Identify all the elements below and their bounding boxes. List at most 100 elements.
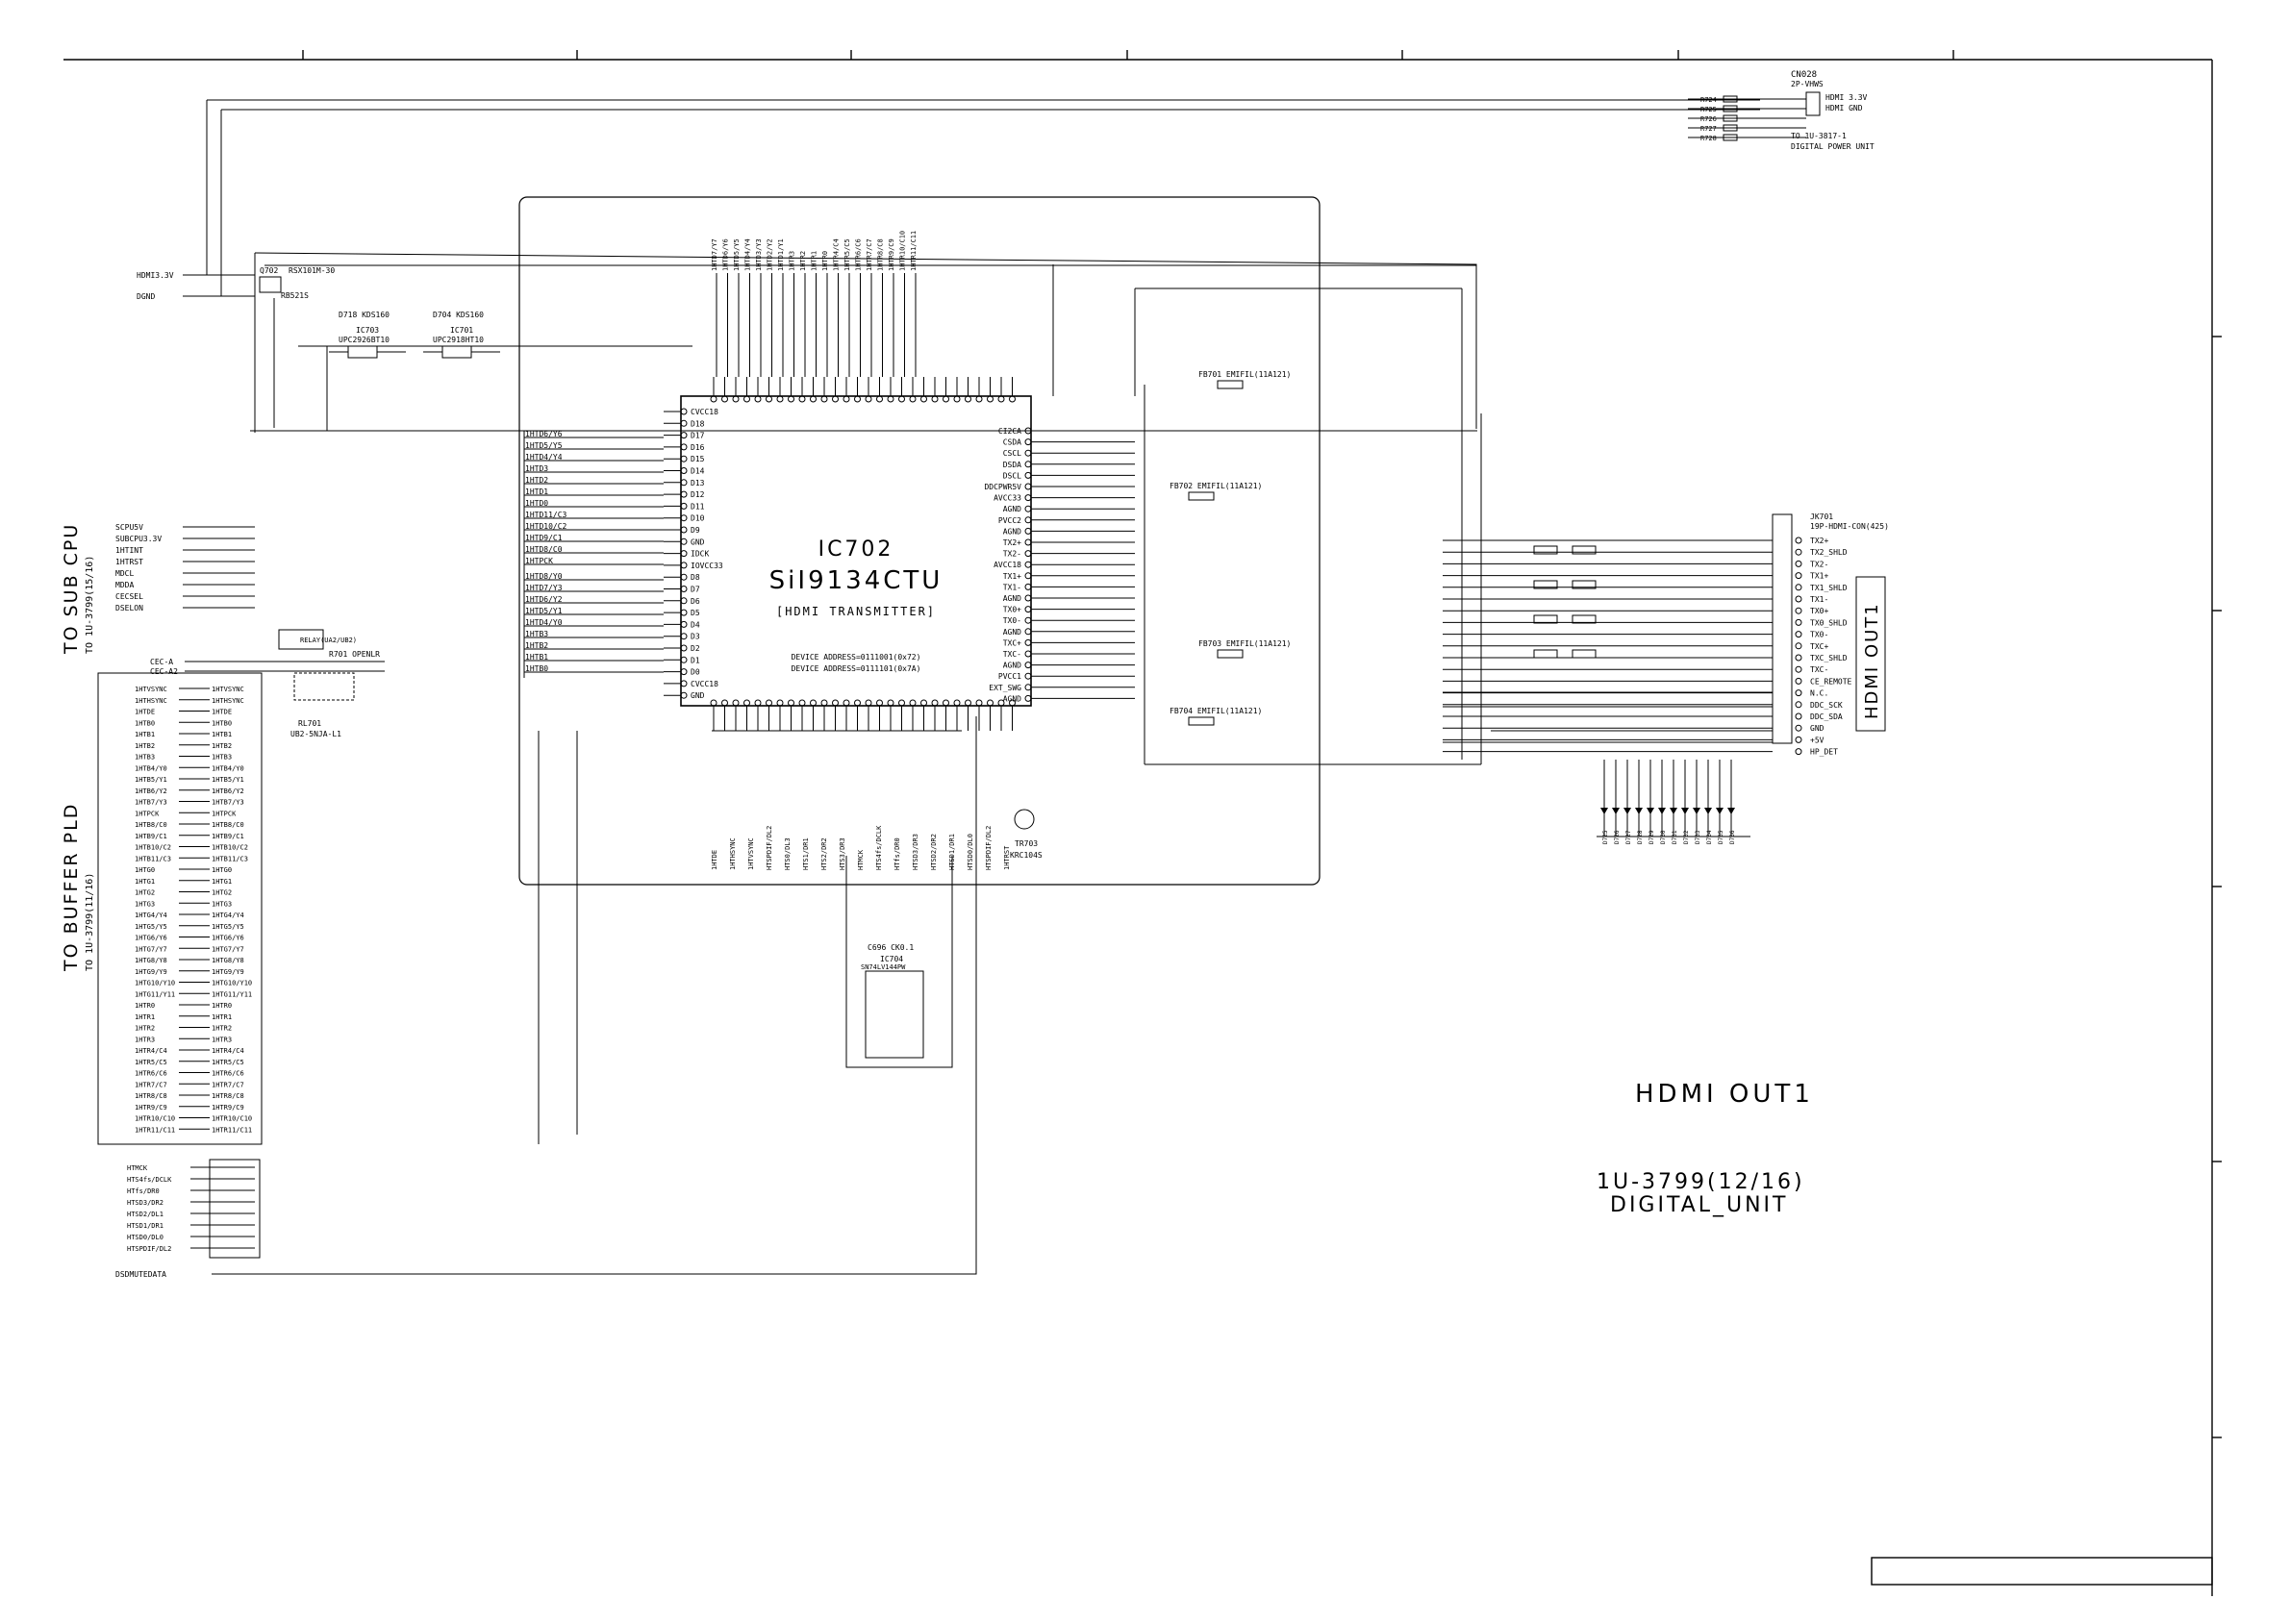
buffer-pld-net: 1HTB11/C3 (135, 855, 171, 862)
q702-ref: Q702 (260, 266, 278, 275)
top-bus-net: 1HTR1 (811, 251, 818, 271)
esd-diode (1704, 808, 1712, 814)
jk701-pin-label: N.C. (1810, 689, 1828, 698)
termination-resistor (1533, 580, 1558, 589)
left-bus-net: 1HTD8/Y0 (525, 572, 563, 581)
chip-pin-top (732, 395, 740, 403)
chip-pin-bottom (820, 699, 828, 707)
chip-pin-right (1024, 550, 1032, 558)
jk701-part: 19P-HDMI-CON(425) (1810, 522, 1889, 531)
chip-bottom-pins (710, 699, 1016, 731)
chip-pin-top (810, 395, 817, 403)
top-bus-net: 1HTR0 (821, 251, 829, 271)
left-bus-net: 1HTD2 (525, 476, 548, 485)
ferrite-beads: FB701 EMIFIL(11A121)FB702 EMIFIL(11A121)… (1170, 370, 1291, 726)
chip-pin-left (680, 573, 688, 581)
chip-pin-bottom (810, 699, 817, 707)
ic704-ref: IC704 (880, 955, 903, 963)
buffer-pld-net: 1HTR7/C7 (135, 1081, 167, 1088)
buffer-pld-net-right: 1HTB1 (212, 731, 232, 738)
chip-pin-right-label: DSCL (1003, 471, 1021, 480)
buffer-pld-net: 1HTR5/C5 (135, 1059, 167, 1066)
jk701-pin-label: DDC_SDA (1810, 712, 1843, 721)
buffer-pld-net: 1HTB7/Y3 (135, 799, 167, 807)
chip-pin-right-label: AVCC18 (994, 561, 1021, 569)
jk701-pin (1795, 548, 1802, 556)
regulator-part: UPC2918HT10 (433, 336, 484, 344)
buffer-pld-net: 1HTPCK (135, 810, 160, 817)
buffer-pld-net: 1HTDE (135, 709, 155, 716)
bottom-bus-net: HTSD0/DL0 (967, 834, 974, 870)
chip-desc: [HDMI TRANSMITTER] (776, 605, 936, 618)
buffer-pld-net: 1HTB5/Y1 (135, 776, 167, 784)
jk701-pin-label: +5V (1810, 736, 1824, 744)
buffer-pld-net: 1HTB10/C2 (135, 844, 171, 852)
chip-pin-bottom (909, 699, 917, 707)
buffer-pld-net-right: 1HTG3 (212, 900, 232, 908)
bottom-bus-net: 1HTRST (1003, 845, 1011, 870)
esd-diode-label: D733 (1695, 830, 1701, 844)
buffer-pld-net-right: 1HTG10/Y10 (212, 980, 252, 987)
chip-pin-bottom (766, 699, 772, 707)
jk701-pin (1795, 537, 1802, 544)
sub-cpu-nets: SCPU5VSUBCPU3.3V1HTINT1HTRSTMDCLMDDACECS… (115, 523, 255, 612)
chip-pin-right (1024, 672, 1032, 680)
chip-pin-top (997, 395, 1005, 403)
ic702-chip: IC702 SiI9134CTU [HDMI TRANSMITTER] DEVI… (664, 377, 1135, 731)
buffer-pld-title: TO BUFFER PLD (61, 803, 82, 972)
chip-pin-left-label: D10 (691, 514, 705, 523)
left-data-bus: 1HTD6/Y61HTD5/Y51HTD4/Y41HTD31HTD21HTD11… (523, 430, 664, 678)
chip-pin-right-label: TXC- (1003, 650, 1021, 659)
buffer-pld-net: 1HTVSYNC (135, 686, 167, 693)
chip-pin-left-label: D6 (691, 597, 700, 606)
left-bus-net: 1HTB2 (525, 641, 548, 650)
buffer-pld-net-right: 1HTG2 (212, 889, 232, 897)
buffer-pld-net-right: 1HTG4/Y4 (212, 912, 244, 919)
chip-pin-bottom (865, 699, 872, 707)
chip-pin-left (680, 455, 688, 462)
bottom-bus-net: HTSD2/DR2 (930, 834, 938, 870)
top-bus-net: 1HTR4/C4 (833, 238, 841, 271)
termination-cap (1572, 545, 1597, 555)
chip-pin-bottom (776, 699, 784, 707)
chip-pin-left (680, 467, 688, 474)
buffer-pld-net-right: 1HTB7/Y3 (212, 799, 244, 807)
chip-pin-right (1024, 650, 1032, 658)
bottom-bus-net: HTSPDIF/DL2 (985, 826, 993, 870)
jk701-pin (1795, 560, 1802, 567)
esd-diode-label: D732 (1683, 830, 1690, 844)
chip-pin-top (710, 395, 717, 403)
buffer-pld-ref: TO 1U-3799(11/16) (85, 873, 95, 971)
audio-nets: HTMCKHTS4fs/DCLKHTfs/DR0HTSD3/DR2HTSD2/D… (127, 1159, 261, 1259)
buffer-pld-net-right: 1HTB8/C0 (212, 821, 244, 829)
buffer-pld-net-right: 1HTB6/Y2 (212, 787, 244, 795)
regulator-ref: IC703 (356, 326, 379, 335)
chip-pin-left-label: D0 (691, 668, 700, 677)
buffer-pld-net: 1HTG5/Y5 (135, 923, 167, 931)
sub-cpu-net: SCPU5V (115, 523, 143, 532)
chip-pin-bottom (876, 699, 883, 707)
chip-pin-top (721, 395, 728, 403)
buffer-pld-net-right: 1HTB11/C3 (212, 855, 248, 862)
chip-pin-right (1024, 471, 1032, 479)
buffer-pld-net-right: 1HTG5/Y5 (212, 923, 244, 931)
buffer-pld-net: 1HTB8/C0 (135, 821, 167, 829)
sub-cpu-block: TO SUB CPU TO 1U-3799(15/16) SCPU5VSUBCP… (61, 523, 255, 655)
ferrite-label: FB704 EMIFIL(11A121) (1170, 707, 1262, 715)
chip-pin-bottom (920, 699, 927, 707)
top-bus-net: 1HTR10/C10 (899, 231, 907, 271)
chip-pin-bottom (987, 699, 994, 707)
q702-diode: RB521S (281, 291, 309, 300)
chip-pin-top (887, 395, 894, 403)
chip-pin-right (1024, 616, 1032, 624)
chip-pin-right-label: TX0- (1003, 616, 1021, 625)
jk701-pin (1795, 677, 1802, 685)
buffer-pld-net: 1HTB4/Y0 (135, 764, 167, 772)
cn028-resistor: R725 (1700, 106, 1717, 113)
cn028-resistor: R727 (1700, 125, 1717, 133)
esd-diode (1635, 808, 1643, 814)
chip-pin-bottom (721, 699, 728, 707)
bottom-bus-net: HTS4fs/DCLK (875, 825, 883, 870)
